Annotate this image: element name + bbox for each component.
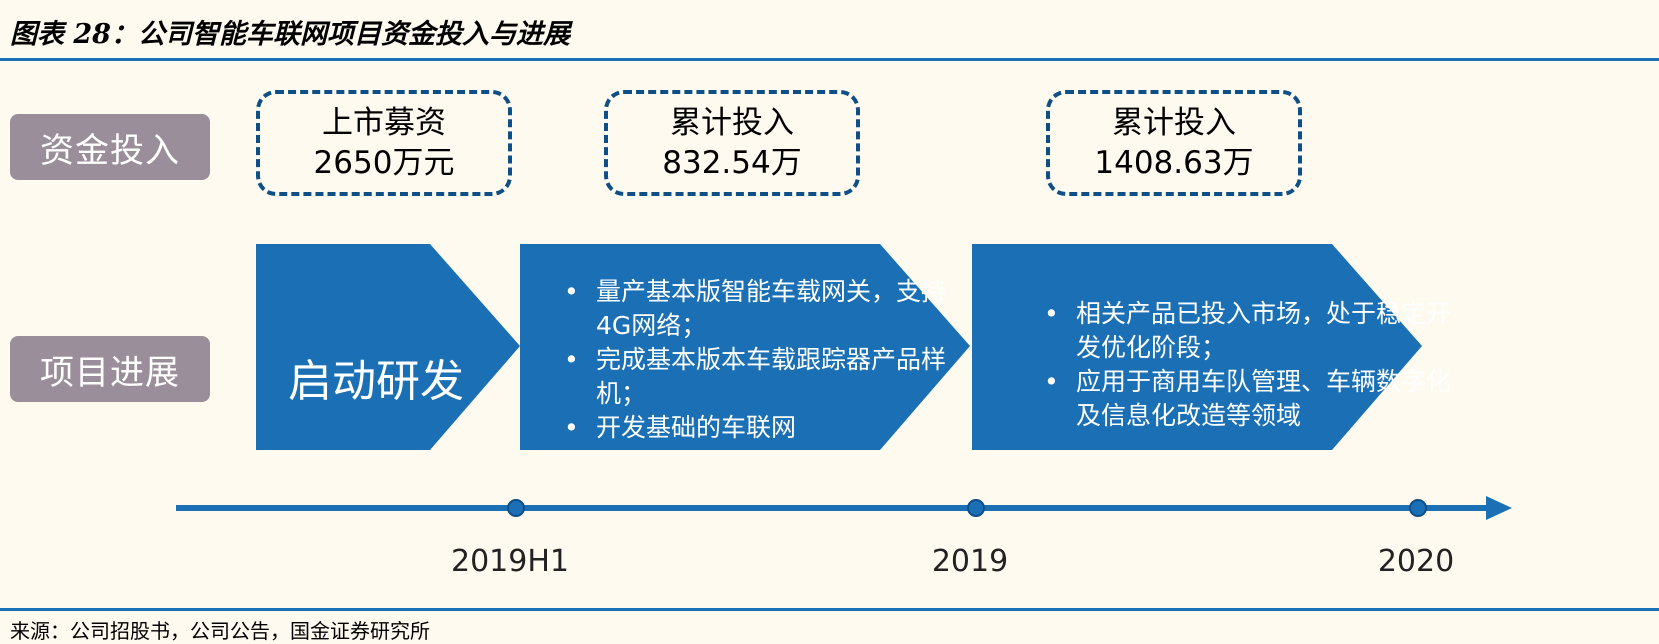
timeline-node-2019h1 — [507, 499, 525, 517]
row-label-progress: 项目进展 — [10, 336, 210, 402]
stage-bullets-2019h1: 量产基本版智能车载网关，支持4G网络； 完成基本版本车载跟踪器产品样机； 开发基… — [560, 275, 980, 445]
funding-box-amount: 1408.63万 — [1094, 145, 1254, 181]
timeline-label-2019h1: 2019H1 — [451, 544, 569, 579]
source-note: 来源：公司招股书，公司公告，国金证券研究所 — [10, 619, 430, 643]
funding-box-label: 上市募资 — [322, 105, 446, 141]
funding-box-amount: 2650万元 — [313, 145, 455, 181]
stage-arrow-start-rd — [256, 244, 520, 450]
bottom-divider — [0, 608, 1659, 611]
figure-title: 图表 28：公司智能车联网项目资金投入与进展 — [10, 19, 570, 50]
timeline-label-2019: 2019 — [931, 544, 1009, 579]
bullet-item: 相关产品已投入市场，处于稳定开发优化阶段； — [1040, 297, 1460, 365]
top-divider — [0, 58, 1659, 61]
bullet-item: 完成基本版本车载跟踪器产品样机； — [560, 343, 980, 411]
timeline-arrowhead — [1486, 496, 1512, 520]
stage-title-start-rd: 启动研发 — [288, 356, 464, 407]
row-label-funding: 资金投入 — [10, 114, 210, 180]
funding-box-ipo: 上市募资 2650万元 — [256, 90, 512, 196]
stage-bullets-2019: 相关产品已投入市场，处于稳定开发优化阶段； 应用于商用车队管理、车辆数字化及信息… — [1040, 297, 1460, 433]
bullet-list: 量产基本版智能车载网关，支持4G网络； 完成基本版本车载跟踪器产品样机； 开发基… — [560, 275, 980, 445]
funding-box-cumulative-1: 累计投入 832.54万 — [604, 90, 860, 196]
bullet-item: 量产基本版智能车载网关，支持4G网络； — [560, 275, 980, 343]
funding-box-cumulative-2: 累计投入 1408.63万 — [1046, 90, 1302, 196]
funding-box-amount: 832.54万 — [662, 145, 802, 181]
funding-box-label: 累计投入 — [670, 105, 794, 141]
timeline-node-2020 — [1409, 499, 1427, 517]
bullet-list: 相关产品已投入市场，处于稳定开发优化阶段； 应用于商用车队管理、车辆数字化及信息… — [1040, 297, 1460, 433]
funding-box-label: 累计投入 — [1112, 105, 1236, 141]
timeline-label-2020: 2020 — [1377, 544, 1455, 579]
bullet-item: 应用于商用车队管理、车辆数字化及信息化改造等领域 — [1040, 365, 1460, 433]
timeline-node-2019 — [967, 499, 985, 517]
bullet-item: 开发基础的车联网 — [560, 411, 980, 445]
